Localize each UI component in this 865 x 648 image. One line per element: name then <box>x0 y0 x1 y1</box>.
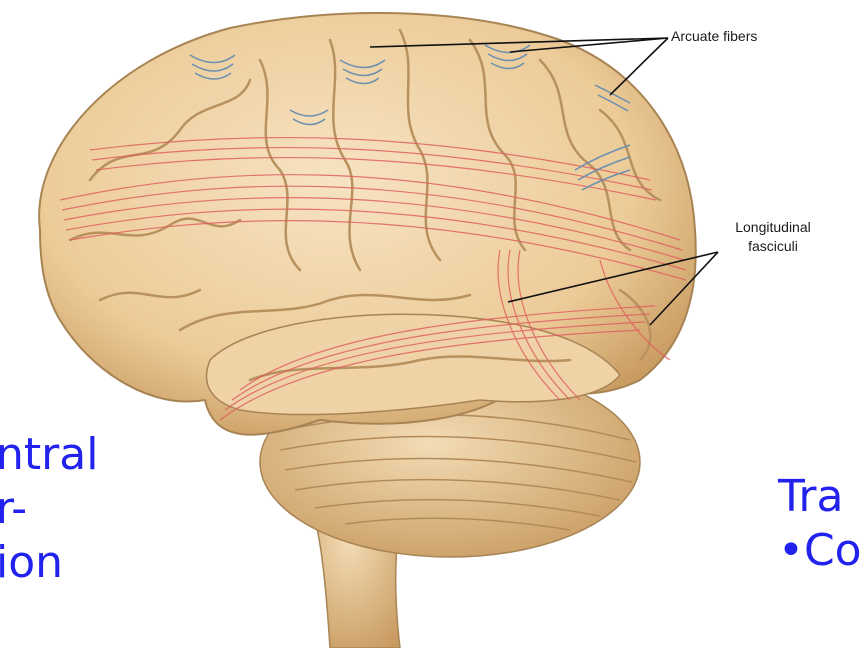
longitudinal-fasciculi-label: Longitudinal fasciculi <box>718 218 828 256</box>
longitudinal-label-line-2: fasciculi <box>718 237 828 256</box>
slide-text-left-line-1: ntral <box>0 428 98 482</box>
arcuate-fibers-label: Arcuate fibers <box>671 28 757 44</box>
slide-text-right: Tra •Co <box>778 470 862 578</box>
cerebrum <box>39 13 696 435</box>
slide-text-right-line-1: Tra <box>778 470 862 524</box>
longitudinal-label-line-1: Longitudinal <box>718 218 828 237</box>
slide-text-left-line-3: ion <box>0 536 98 590</box>
slide-text-left-line-2: r- <box>0 482 98 536</box>
slide-text-left: ntral r- ion <box>0 428 98 590</box>
slide-text-right-line-2: •Co <box>778 524 862 578</box>
